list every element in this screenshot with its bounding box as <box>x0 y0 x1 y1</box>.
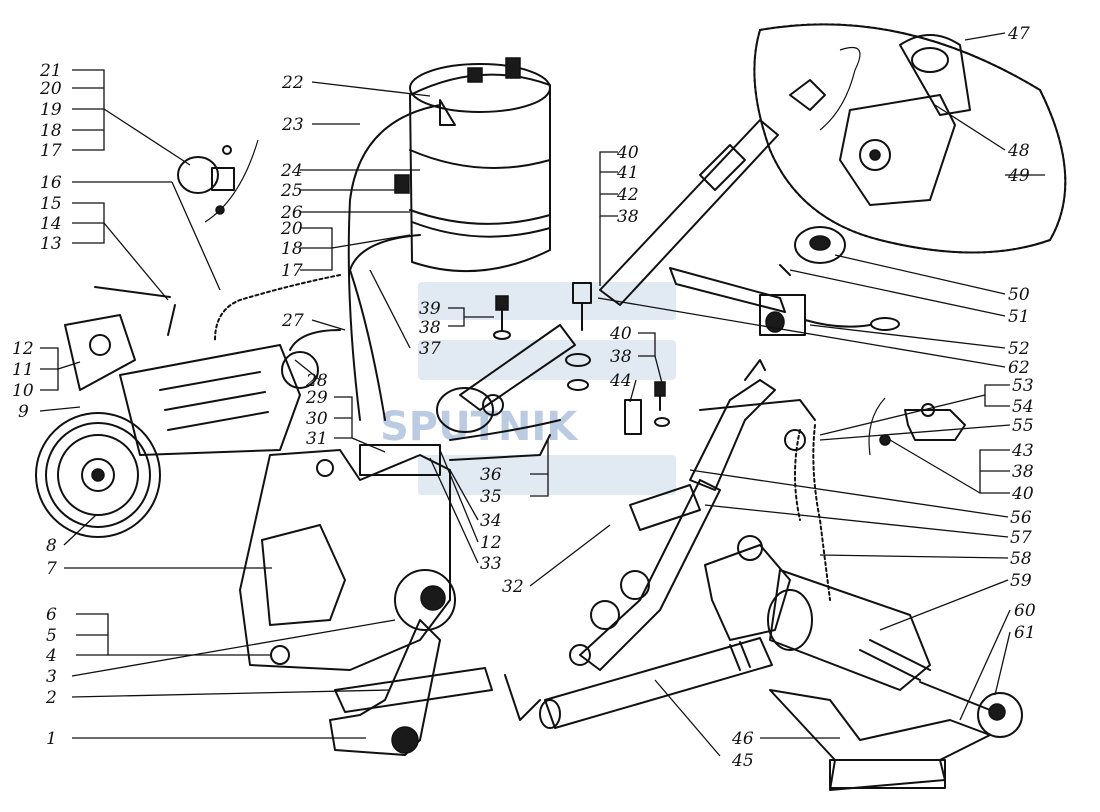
callout-52: 52 <box>1008 339 1030 359</box>
callout-8: 8 <box>46 536 57 556</box>
callout-59: 59 <box>1010 571 1032 591</box>
pitman-arm <box>329 619 441 756</box>
callout-28: 28 <box>305 371 328 391</box>
hose-clamp <box>177 139 259 223</box>
power-steering-pump <box>35 286 319 538</box>
callout-29: 29 <box>305 388 328 408</box>
wiring-harness <box>699 399 831 601</box>
turn-signal-switch <box>669 267 900 336</box>
callout-27: 27 <box>281 311 304 331</box>
callout-7: 7 <box>46 559 57 579</box>
callout-43: 43 <box>1011 441 1034 461</box>
callout-55: 55 <box>1012 416 1034 436</box>
callout-38d: 38 <box>1012 462 1034 482</box>
callout-40c: 40 <box>1011 484 1034 504</box>
callout-33: 33 <box>480 554 502 574</box>
callout-17b: 17 <box>281 261 303 281</box>
callout-10: 10 <box>12 381 34 401</box>
callout-20: 20 <box>39 79 62 99</box>
callout-26: 26 <box>280 203 303 223</box>
callout-35: 35 <box>480 487 502 507</box>
callout-20b: 20 <box>280 219 303 239</box>
callout-38c: 38 <box>610 347 632 367</box>
steering-column <box>436 119 779 433</box>
callout-46: 46 <box>731 729 754 749</box>
callout-16: 16 <box>40 173 62 193</box>
callout-21: 21 <box>39 61 62 81</box>
callout-23: 23 <box>281 115 304 135</box>
horn-button <box>779 226 846 276</box>
callout-9: 9 <box>18 402 29 422</box>
callout-37: 37 <box>419 339 441 359</box>
callout-48: 48 <box>1007 141 1030 161</box>
callout-32: 32 <box>502 577 524 597</box>
callout-4: 4 <box>45 646 57 666</box>
callout-14: 14 <box>40 214 62 234</box>
callout-47: 47 <box>1007 24 1030 44</box>
callout-49: 49 <box>1007 166 1030 186</box>
bolts-and-washers <box>493 282 670 435</box>
watermark-logo: SPUTNIK <box>380 282 676 495</box>
callout-5: 5 <box>46 626 57 646</box>
callout-17: 17 <box>40 141 62 161</box>
callout-62: 62 <box>1008 358 1030 378</box>
intermediate-shaft <box>569 359 776 671</box>
callout-45: 45 <box>731 751 754 771</box>
callout-61: 61 <box>1014 623 1036 643</box>
callout-2: 2 <box>45 688 57 708</box>
pressure-pipe <box>449 419 561 461</box>
steering-gear-housing <box>239 444 456 671</box>
mounting-bracket <box>868 397 966 456</box>
callout-41: 41 <box>616 163 639 183</box>
callout-25: 25 <box>280 181 303 201</box>
callout-60: 60 <box>1014 601 1036 621</box>
hoses <box>214 104 441 421</box>
callout-57: 57 <box>1010 528 1032 548</box>
callout-38a: 38 <box>419 318 441 338</box>
callout-30: 30 <box>306 409 328 429</box>
callout-11: 11 <box>12 360 34 380</box>
callout-12: 12 <box>12 339 34 359</box>
callout-39: 39 <box>419 299 441 319</box>
callout-22: 22 <box>281 73 304 93</box>
callout-38b: 38 <box>617 207 639 227</box>
steering-arm-bracket <box>769 689 991 791</box>
callout-15: 15 <box>40 194 62 214</box>
callout-24: 24 <box>280 161 303 181</box>
callout-51: 51 <box>1008 307 1030 327</box>
callout-44: 44 <box>609 371 632 391</box>
callout-19: 19 <box>40 100 62 120</box>
callout-13: 13 <box>40 234 62 254</box>
callout-12b: 12 <box>480 533 502 553</box>
callout-58: 58 <box>1010 549 1032 569</box>
callout-50: 50 <box>1008 285 1030 305</box>
drag-link-tube <box>334 637 773 729</box>
leader-lines <box>39 32 1045 757</box>
callout-18b: 18 <box>281 239 303 259</box>
callout-18: 18 <box>40 121 62 141</box>
callout-labels: 21 20 19 18 17 16 15 14 13 12 11 10 9 8 … <box>12 24 1036 771</box>
callout-53: 53 <box>1012 376 1034 396</box>
callout-3: 3 <box>46 667 57 687</box>
callout-56: 56 <box>1010 508 1032 528</box>
callout-6: 6 <box>46 605 57 625</box>
power-cylinder <box>704 535 1023 738</box>
callout-1: 1 <box>46 729 57 749</box>
callout-40a: 40 <box>616 143 639 163</box>
steering-wheel <box>753 23 1067 254</box>
callout-54: 54 <box>1012 397 1034 417</box>
callout-40b: 40 <box>609 324 632 344</box>
callout-34: 34 <box>480 511 502 531</box>
callout-36: 36 <box>480 465 502 485</box>
callout-31: 31 <box>306 429 328 449</box>
oil-reservoir <box>394 57 551 273</box>
callout-42: 42 <box>616 185 639 205</box>
